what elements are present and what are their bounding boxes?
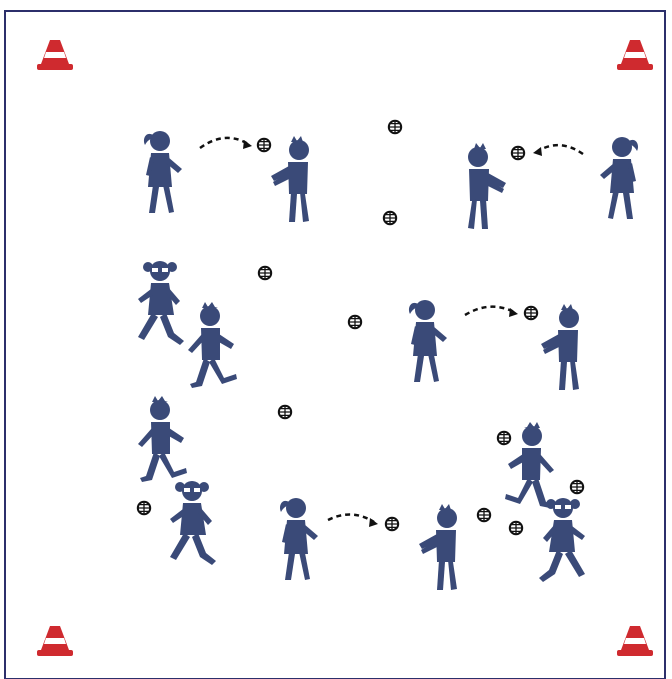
ball-icon: [512, 147, 524, 159]
ball-icon: [258, 139, 270, 151]
ball-icon: [279, 406, 291, 418]
ball-icon: [510, 522, 522, 534]
ball-icon: [478, 509, 490, 521]
ball-icon: [259, 267, 271, 279]
ball-icon: [389, 121, 401, 133]
ball-icon: [571, 481, 583, 493]
ball-icon: [384, 212, 396, 224]
ball-icon: [498, 432, 510, 444]
ball-icon: [386, 518, 398, 530]
ball-icon: [138, 502, 150, 514]
ball-icon: [349, 316, 361, 328]
ball-icon: [525, 307, 537, 319]
